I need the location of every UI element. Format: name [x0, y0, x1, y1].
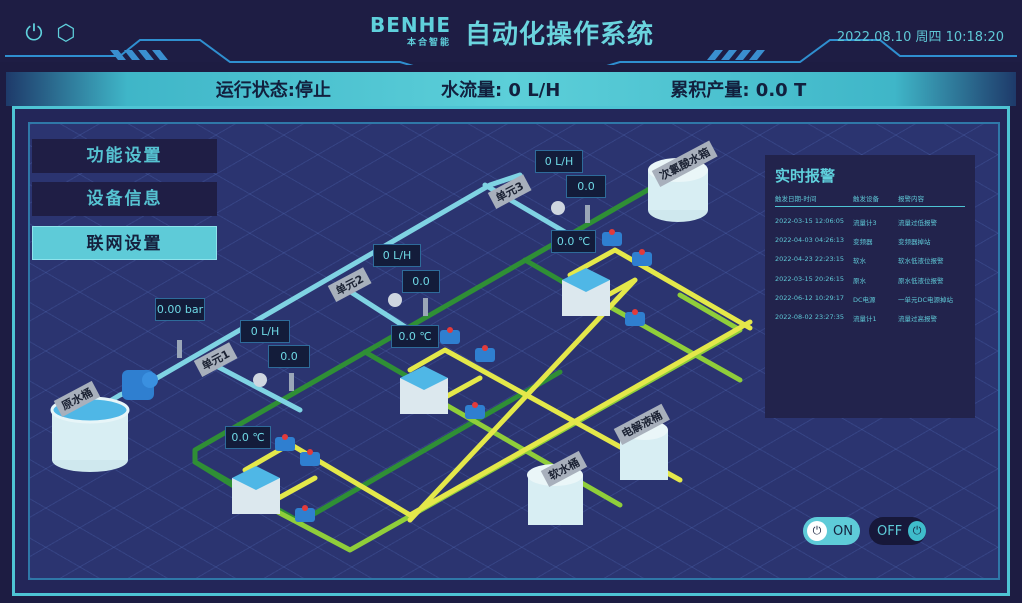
unit3-flow-readout: 0 L/H	[535, 150, 583, 173]
valve-icon	[275, 232, 652, 522]
off-toggle-button[interactable]: OFF ⏻	[869, 517, 926, 545]
pump-icon	[122, 370, 158, 400]
header	[0, 0, 1022, 62]
sensor-probe-icon	[177, 205, 590, 391]
unit2-flow-readout: 0 L/H	[373, 244, 421, 267]
alarm-title: 实时报警	[775, 167, 836, 185]
menu-function-settings[interactable]: 功能设置	[32, 139, 217, 173]
total-output: 累积产量: 0.0 T	[670, 80, 807, 101]
run-state: 运行状态:停止	[215, 80, 331, 101]
page-title: 自动化操作系统	[465, 20, 655, 50]
menu-device-info[interactable]: 设备信息	[32, 182, 217, 216]
reactor-box	[562, 268, 610, 316]
status-bar: 运行状态:停止 水流量: 0 L/H 累积产量: 0.0 T	[6, 72, 1016, 106]
pressure-readout: 0.00 bar	[155, 298, 205, 321]
flowmeter-icon	[253, 201, 565, 387]
unit2-value-readout: 0.0	[402, 270, 440, 293]
pipe-yellow	[242, 247, 753, 523]
reactor-box	[232, 466, 280, 514]
datetime: 2022.08.10 周四 10:18:20	[836, 30, 1004, 45]
unit1-value-readout: 0.0	[268, 345, 310, 368]
reactor-box	[400, 366, 448, 414]
unit3-value-readout: 0.0	[566, 175, 606, 198]
settings-icon[interactable]: ⬡	[56, 21, 76, 46]
menu-network-settings[interactable]: 联网设置	[32, 226, 217, 260]
on-label: ON	[833, 523, 853, 539]
unit2-temp-readout: 0.0 ℃	[391, 325, 439, 348]
flow-rate: 水流量: 0 L/H	[440, 80, 561, 101]
alarm-panel: 实时报警 触发日期-时间触发设备报警内容 2022-03-15 12:06:05…	[765, 155, 975, 418]
raw-water-tank	[50, 396, 130, 472]
unit1-flow-readout: 0 L/H	[240, 320, 290, 343]
header-decoration	[5, 39, 1017, 65]
unit3-temp-readout: 0.0 ℃	[551, 230, 596, 253]
alarm-header: 触发日期-时间触发设备报警内容	[775, 193, 965, 207]
on-toggle-button[interactable]: ⏻ ON	[803, 517, 860, 545]
power-icon: ⏻	[908, 521, 926, 541]
off-label: OFF	[877, 523, 903, 539]
unit1-temp-readout: 0.0 ℃	[225, 426, 271, 449]
power-icon: ⏻	[807, 521, 827, 541]
power-icon[interactable]: ⏻	[25, 21, 43, 46]
